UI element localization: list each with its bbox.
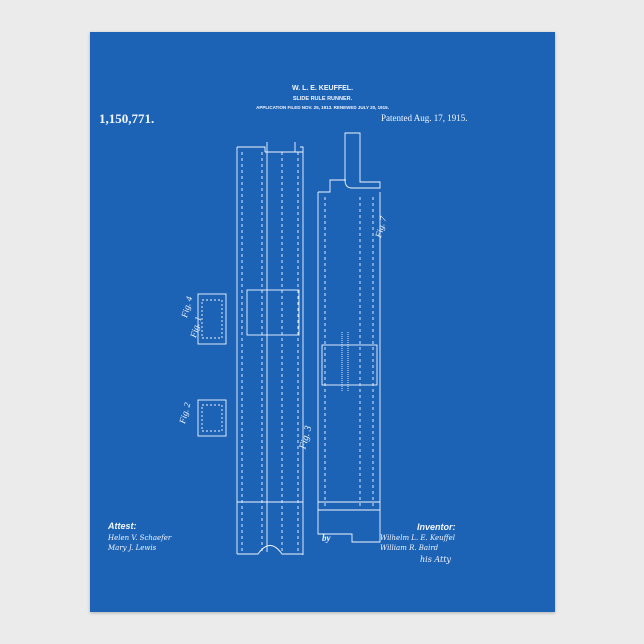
attest-signature-2: Mary J. Lewis — [108, 544, 156, 552]
attorney-signature: William R. Baird — [380, 544, 438, 552]
patent-drawing — [90, 32, 555, 612]
attorney-label: his Atty — [420, 555, 451, 564]
inventor-label: Inventor: — [417, 522, 456, 532]
rail-fig3 — [318, 133, 380, 542]
rail-fig1 — [237, 142, 303, 555]
by-label: by — [322, 533, 331, 543]
attest-signature-1: Helen V. Schaefer — [108, 534, 171, 542]
inventor-signature: Wilhelm L. E. Keuffel — [380, 534, 455, 542]
blueprint-poster: W. L. E. KEUFFEL. SLIDE RULE RUNNER. APP… — [90, 32, 555, 612]
attest-label: Attest: — [108, 521, 137, 531]
